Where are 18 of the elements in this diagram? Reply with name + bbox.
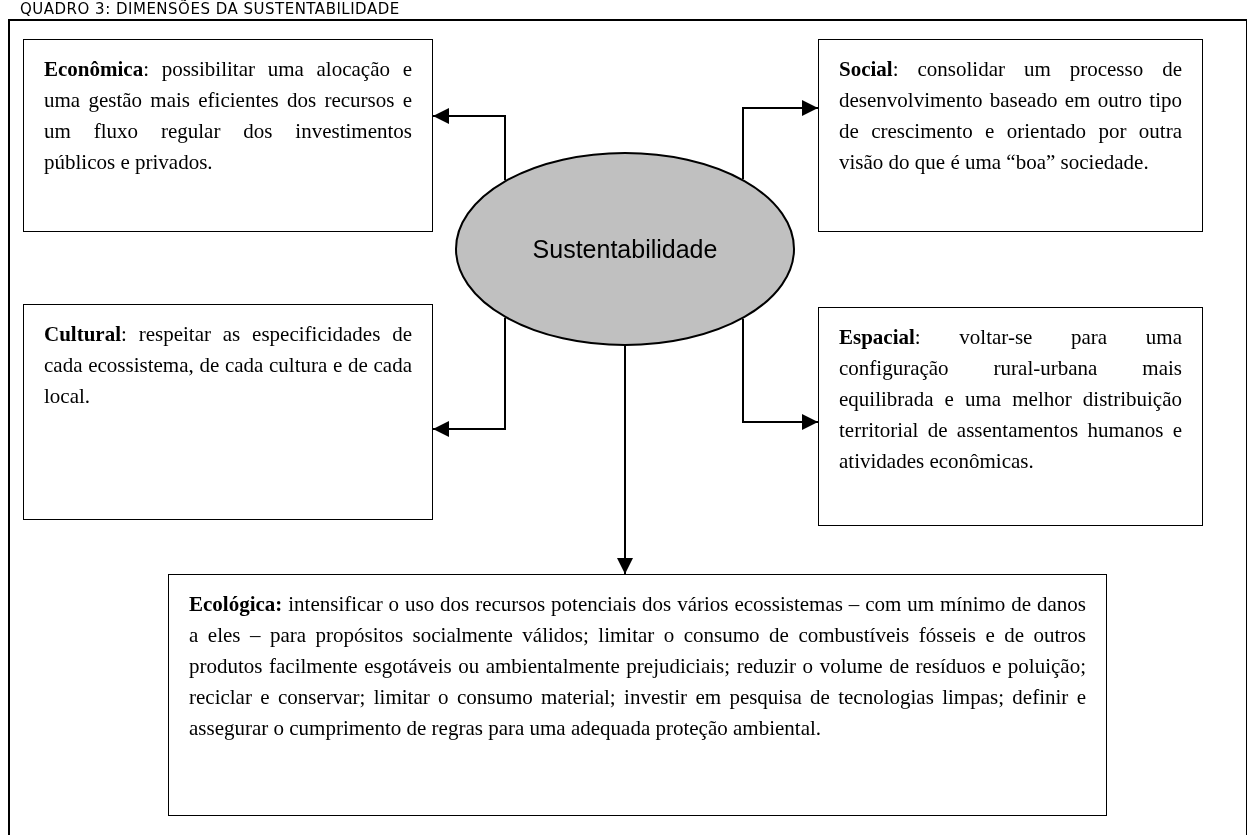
arrow [432, 108, 506, 182]
arrow [617, 345, 633, 575]
title: QUADRO 3: DIMENSÕES DA SUSTENTABILIDADE [20, 1, 400, 17]
arrow [742, 317, 819, 430]
arrow [432, 316, 506, 437]
node-text: Econômica: possibilitar uma alocação e uma gestão mais eficientes dos recursos e um fluxo regular dos investimentos públicos e privados. [44, 56, 412, 176]
arrow [742, 100, 819, 181]
text-box [818, 39, 1203, 232]
text-box [168, 574, 1107, 816]
node-text: Cultural: respeitar as especificidades de cada ecossistema, de cada cultura e de cada local. [44, 321, 412, 410]
node-text: Espacial: voltar-se para uma configuração rural-urbana mais equilibrada e uma melhor distribuição territorial de assentamentos humanos e atividades econômicas. [839, 324, 1182, 475]
text-box [23, 304, 433, 520]
text-box [818, 307, 1203, 526]
text-box [23, 39, 433, 232]
node-text: Ecológica: intensificar o uso dos recursos potenciais dos vários ecossistemas – com um mínimo de danos a eles – para propósitos socialmente válidos; limitar o consumo de combustíveis fósseis e de outros produtos facilmente esgotáveis ou ambientalmente prejudiciais; reduzir o volume de resíduos e poluição; reciclar e conservar; limitar o consumo material; investir em pesquisa de tecnologias limpas; definir e assegurar o cumprimento de regras para uma adequada proteção ambiental. [189, 591, 1086, 742]
node-text: Social: consolidar um processo de desenvolvimento baseado em outro tipo de crescimento e orientado por outra visão do que é uma “boa” sociedade. [839, 56, 1182, 176]
ellipse-node [455, 152, 795, 346]
node-text: Sustentabilidade [532, 234, 718, 264]
